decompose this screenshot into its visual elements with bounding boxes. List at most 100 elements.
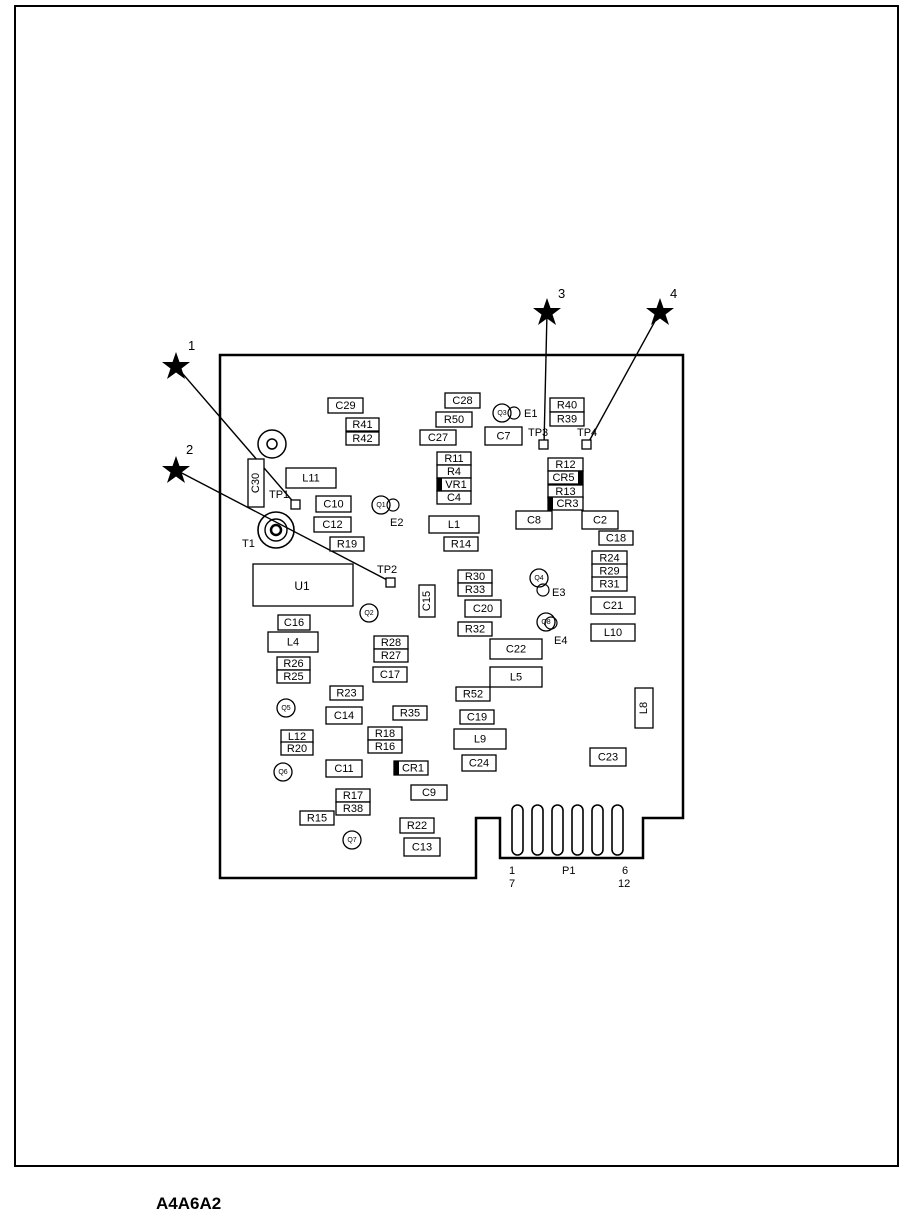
- component-label: C23: [598, 752, 618, 764]
- component-label: R15: [307, 813, 327, 825]
- component-c20: C20: [464, 599, 502, 618]
- component-c23: C23: [589, 747, 627, 767]
- component-r20: R20: [280, 741, 314, 756]
- component-label: CR3: [556, 498, 578, 510]
- connector-label: P1: [562, 865, 575, 877]
- transistor-label: Q3: [497, 410, 506, 417]
- component-label: C13: [412, 842, 432, 854]
- star-icon: [533, 298, 561, 325]
- connector-slot: [531, 804, 544, 856]
- component-label: R13: [555, 486, 575, 498]
- component-cr3: CR3: [547, 496, 584, 511]
- board-outline: [218, 353, 685, 880]
- component-label: C19: [467, 712, 487, 724]
- component-label: C2: [593, 515, 607, 527]
- callout-stars: [162, 298, 674, 483]
- component-label: R4: [447, 466, 461, 478]
- test-point-pads: [290, 439, 592, 588]
- component-r11: R11: [436, 451, 472, 466]
- transistor-label: Q1: [376, 502, 385, 509]
- component-l4: L4: [267, 631, 319, 653]
- component-c14: C14: [325, 706, 363, 725]
- component-r16: R16: [367, 739, 403, 754]
- component-r4: R4: [436, 464, 472, 479]
- component-r17: R17: [335, 788, 371, 803]
- component-c27: C27: [419, 429, 457, 446]
- test-point-pad: [290, 499, 301, 510]
- star-icon: [162, 456, 190, 483]
- component-c17: C17: [372, 666, 408, 683]
- component-label: C10: [323, 499, 343, 511]
- component-cr1: CR1: [393, 760, 429, 776]
- connector-pin-label: 7: [509, 878, 515, 890]
- terminal-label: E1: [524, 408, 537, 420]
- t1-transformer: [257, 429, 295, 549]
- callout-line-4: [586, 311, 661, 446]
- component-label: R16: [375, 741, 395, 753]
- component-label: R20: [287, 743, 307, 755]
- component-label: R28: [381, 637, 401, 649]
- component-c7: C7: [484, 426, 523, 446]
- component-r22: R22: [399, 817, 435, 834]
- callout-number: 4: [670, 286, 677, 301]
- component-label: R24: [599, 553, 619, 565]
- component-label: C24: [469, 758, 489, 770]
- component-r33: R33: [457, 582, 493, 597]
- component-label: C7: [496, 431, 510, 443]
- transistor-q5: Q5: [276, 698, 296, 718]
- component-c12: C12: [313, 516, 352, 533]
- component-c11: C11: [325, 759, 363, 778]
- callout-number: 2: [186, 442, 193, 457]
- component-label: C22: [506, 644, 526, 656]
- component-label: CR1: [402, 763, 424, 775]
- callout-number: 3: [558, 286, 565, 301]
- test-point-label: TP3: [528, 427, 548, 439]
- terminal-pad: [544, 616, 558, 630]
- component-label: L1: [448, 519, 460, 531]
- connector-pin-label: 12: [618, 878, 630, 890]
- component-label: VR1: [445, 479, 466, 491]
- component-r41: R41: [345, 417, 380, 432]
- component-r35: R35: [392, 705, 428, 721]
- component-label: C17: [380, 669, 400, 681]
- component-l10: L10: [590, 623, 636, 642]
- transistor-label: Q4: [534, 575, 543, 582]
- component-label: R14: [451, 539, 471, 551]
- component-c22: C22: [489, 638, 543, 660]
- terminal-label: E4: [554, 635, 567, 647]
- component-r14: R14: [443, 536, 479, 552]
- component-c10: C10: [315, 495, 352, 513]
- component-r26: R26: [276, 656, 311, 671]
- component-u1: U1: [252, 563, 354, 607]
- figure-caption: A4A6A2: [156, 1194, 222, 1213]
- component-label: R39: [557, 414, 577, 426]
- component-label: R32: [465, 624, 485, 636]
- component-r42: R42: [345, 431, 380, 446]
- component-r52: R52: [455, 686, 491, 702]
- component-label: R52: [463, 689, 483, 701]
- component-c19: C19: [459, 709, 495, 725]
- component-label: C15: [421, 591, 433, 611]
- component-c4: C4: [436, 490, 472, 505]
- component-label: R35: [400, 708, 420, 720]
- component-label: U1: [294, 579, 310, 593]
- component-label: L5: [510, 672, 522, 684]
- terminal-label: E2: [390, 517, 403, 529]
- connector-slot: [571, 804, 584, 856]
- component-c9: C9: [410, 784, 448, 801]
- transistor-q4: Q4: [529, 568, 549, 588]
- star-icon: [646, 298, 674, 325]
- component-c29: C29: [327, 397, 364, 414]
- transistor-q2: Q2: [359, 603, 379, 623]
- component-r38: R38: [335, 801, 371, 816]
- component-label: R30: [465, 571, 485, 583]
- component-c28: C28: [444, 392, 481, 409]
- component-l9: L9: [453, 728, 507, 750]
- component-l12: L12: [280, 729, 314, 744]
- component-label: R17: [343, 790, 363, 802]
- transistor-label: Q7: [347, 837, 356, 844]
- transistor-q6: Q6: [273, 762, 293, 782]
- connector-slot: [551, 804, 564, 856]
- component-r32: R32: [457, 621, 493, 637]
